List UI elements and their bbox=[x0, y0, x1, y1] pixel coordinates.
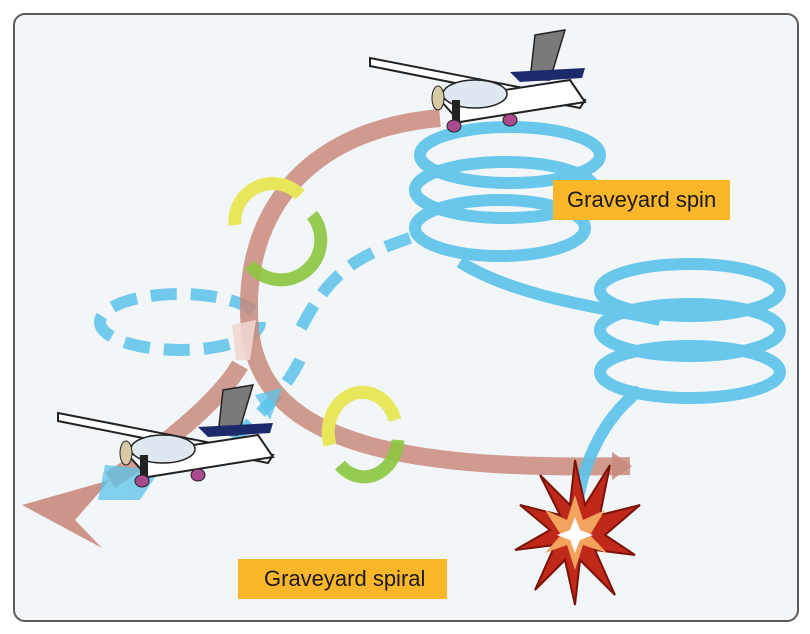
spiral-arrowhead-end bbox=[612, 452, 632, 480]
spiral-arrowhead-exit bbox=[22, 480, 110, 548]
airplane-icon bbox=[369, 29, 587, 133]
graveyard-spiral-label: Graveyard spiral bbox=[238, 559, 448, 599]
rotation-arrows-icon bbox=[228, 177, 328, 287]
rotation-arrows-icon bbox=[321, 385, 405, 484]
explosion-icon bbox=[514, 459, 641, 606]
airplane-icon bbox=[57, 384, 275, 488]
spiral-trail-tail bbox=[232, 320, 256, 360]
graveyard-spin-label: Graveyard spin bbox=[553, 180, 731, 220]
